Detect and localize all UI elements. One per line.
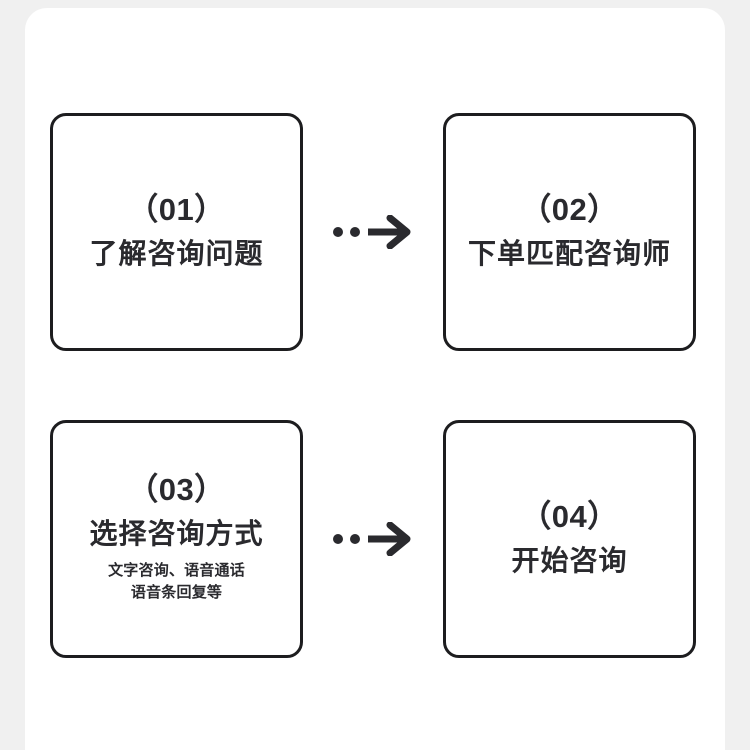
step-title: 选择咨询方式 bbox=[89, 518, 264, 550]
step-index-label: （03） bbox=[127, 472, 226, 508]
step-subtitle-line-1: 文字咨询、语音通话 bbox=[108, 561, 245, 579]
step-subtitle: 文字咨询、语音通话 语音条回复等 bbox=[108, 560, 245, 605]
step-index-label: （01） bbox=[127, 192, 226, 228]
flow-arrow-01-to-02 bbox=[328, 209, 418, 255]
step-title: 下单匹配咨询师 bbox=[467, 238, 671, 270]
step-title: 开始咨询 bbox=[511, 545, 628, 577]
flow-arrow-03-to-04 bbox=[328, 516, 418, 562]
content-panel: （01） 了解咨询问题 （02） 下单匹配咨询师 （03） 选择咨询方式 文字咨… bbox=[25, 8, 725, 750]
step-card-04[interactable]: （04） 开始咨询 bbox=[443, 420, 696, 658]
step-title: 了解咨询问题 bbox=[89, 238, 264, 270]
step-card-01[interactable]: （01） 了解咨询问题 bbox=[50, 113, 303, 351]
step-card-02[interactable]: （02） 下单匹配咨询师 bbox=[443, 113, 696, 351]
step-index-label: （02） bbox=[520, 192, 619, 228]
step-card-03[interactable]: （03） 选择咨询方式 文字咨询、语音通话 语音条回复等 bbox=[50, 420, 303, 658]
flow-diagram: （01） 了解咨询问题 （02） 下单匹配咨询师 （03） 选择咨询方式 文字咨… bbox=[25, 8, 725, 688]
step-subtitle-line-2: 语音条回复等 bbox=[130, 584, 223, 602]
step-index-label: （04） bbox=[520, 499, 619, 535]
